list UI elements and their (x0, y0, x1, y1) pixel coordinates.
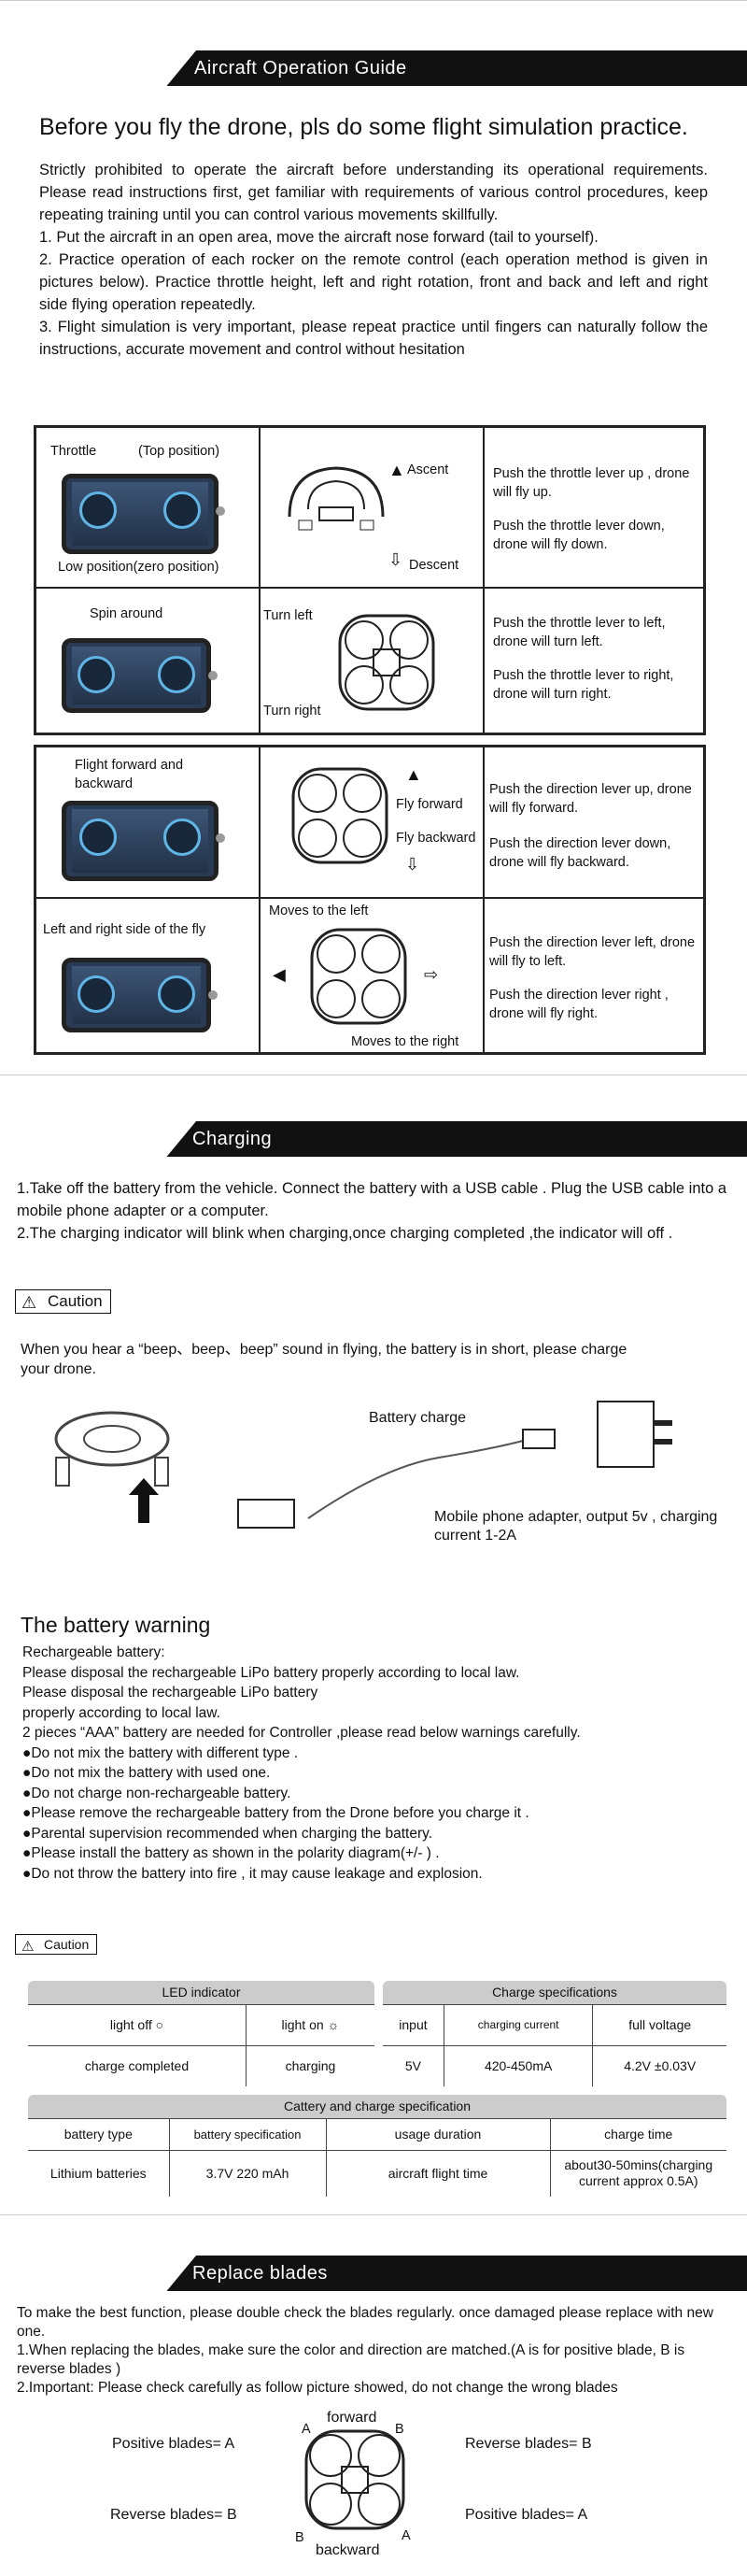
direction-table: Flight forward and backward ▲ Fly forwar… (34, 745, 706, 1055)
desc-right: Push the throttle lever to right, drone … (493, 668, 674, 702)
drone-top-image (291, 767, 388, 864)
banner-title: Replace blades (192, 2263, 328, 2284)
paragraph: 2. Practice operation of each rocker on … (39, 251, 708, 313)
arrow-right-icon: ⇨ (424, 965, 439, 984)
remote-phone-image (62, 638, 218, 713)
remote-phone-image (62, 801, 225, 881)
blade-label: A (402, 2528, 411, 2543)
arrow-up-icon: ▲ (405, 765, 422, 784)
adapter-label: Mobile phone adapter, output 5v , chargi… (434, 1509, 718, 1544)
blades-text: To make the best function, please double… (17, 2305, 713, 2396)
drone-top-image (338, 614, 435, 711)
battery-warning-title: The battery warning (21, 1613, 211, 1637)
drone-blades-diagram (304, 2429, 405, 2530)
banner-title: Charging (192, 1129, 273, 1149)
warning-icon: ⚠ (21, 1939, 35, 1955)
blade-label: B (295, 2530, 304, 2545)
charging-diagram (54, 1401, 672, 1529)
ascent-label: Ascent (407, 463, 449, 477)
left-right-label: Left and right side of the fly (43, 922, 206, 937)
desc-forward: Push the direction lever up, drone will … (489, 782, 692, 816)
moves-right-label: Moves to the right (351, 1034, 459, 1049)
blade-label: B (395, 2422, 404, 2437)
paragraph: 1. Put the aircraft in an open area, mov… (39, 229, 599, 246)
paragraph: 1.Take off the battery from the vehicle.… (17, 1180, 727, 1219)
turn-right-label: Turn right (263, 704, 321, 719)
paragraph: 3. Flight simulation is very important, … (39, 319, 708, 358)
spin-around-label: Spin around (90, 606, 163, 621)
battery-warning-list: Rechargeable battery:Please disposal the… (22, 1644, 581, 1882)
caution-badge: ⚠Caution (15, 1289, 111, 1314)
caution-badge: ⚠Caution (15, 1934, 98, 1955)
positive-blades-left: Positive blades= A (112, 2436, 235, 2452)
arrow-up-icon: ▲ (388, 461, 405, 479)
reverse-blades-right: Reverse blades= B (465, 2436, 592, 2452)
intro-text: Strictly prohibited to operate the aircr… (39, 159, 708, 361)
blade-label: A (302, 2422, 311, 2437)
light-on-icon: ☼ (327, 2017, 340, 2032)
remote-phone-image (62, 474, 225, 554)
banner-title: Aircraft Operation Guide (194, 58, 407, 78)
battery-charge-label: Battery charge (369, 1410, 467, 1426)
throttle-label: Throttle (50, 444, 97, 459)
desc-fly-right: Push the direction lever right , drone w… (489, 988, 669, 1021)
turn-left-label: Turn left (263, 608, 313, 623)
drone-top-image (310, 928, 407, 1025)
forward-backward-label: Flight forward and backward (75, 758, 184, 791)
paragraph: Strictly prohibited to operate the aircr… (39, 162, 708, 223)
section-banner-operation: Aircraft Operation Guide (0, 50, 747, 86)
positive-blades-right: Positive blades= A (465, 2507, 588, 2523)
desc-up: Push the throttle lever up , drone will … (493, 466, 690, 500)
caution-text: When you hear a “beep、beep、beep” sound i… (21, 1342, 627, 1377)
arrow-left-icon: ◀ (273, 965, 286, 984)
light-off-icon: ○ (155, 2017, 164, 2032)
charging-text: 1.Take off the battery from the vehicle.… (17, 1177, 728, 1245)
paragraph: 2.The charging indicator will blink when… (17, 1225, 673, 1242)
desc-backward: Push the direction lever down, drone wil… (489, 836, 671, 870)
descent-label: Descent (409, 558, 459, 573)
forward-label: forward (327, 2410, 377, 2426)
low-position-label: Low position(zero position) (58, 560, 219, 575)
led-indicator-table: LED indicator light off ○light on ☼ char… (26, 1979, 376, 2088)
cattery-spec-table: Cattery and charge specification battery… (26, 2093, 728, 2199)
section-banner-charging: Charging (0, 1121, 747, 1157)
arrow-down-icon: ⇩ (405, 855, 420, 874)
page-headline: Before you fly the drone, pls do some fl… (39, 114, 688, 140)
moves-left-label: Moves to the left (269, 904, 369, 918)
drone-side-image (288, 466, 385, 531)
desc-left: Push the throttle lever to left, drone w… (493, 616, 666, 649)
desc-fly-left: Push the direction lever left, drone wil… (489, 935, 696, 969)
backward-label: backward (316, 2542, 380, 2558)
desc-down: Push the throttle lever down, drone will… (493, 519, 665, 552)
fly-backward-label: Fly backward (396, 831, 476, 846)
section-banner-blades: Replace blades (0, 2256, 747, 2291)
remote-phone-image (62, 958, 218, 1032)
fly-forward-label: Fly forward (396, 797, 463, 812)
reverse-blades-left: Reverse blades= B (110, 2507, 237, 2523)
arrow-down-icon: ⇩ (388, 550, 403, 569)
throttle-table: Throttle (Top position) Low position(zer… (34, 425, 706, 735)
warning-icon: ⚠ (21, 1293, 37, 1312)
top-position-label: (Top position) (138, 444, 220, 459)
